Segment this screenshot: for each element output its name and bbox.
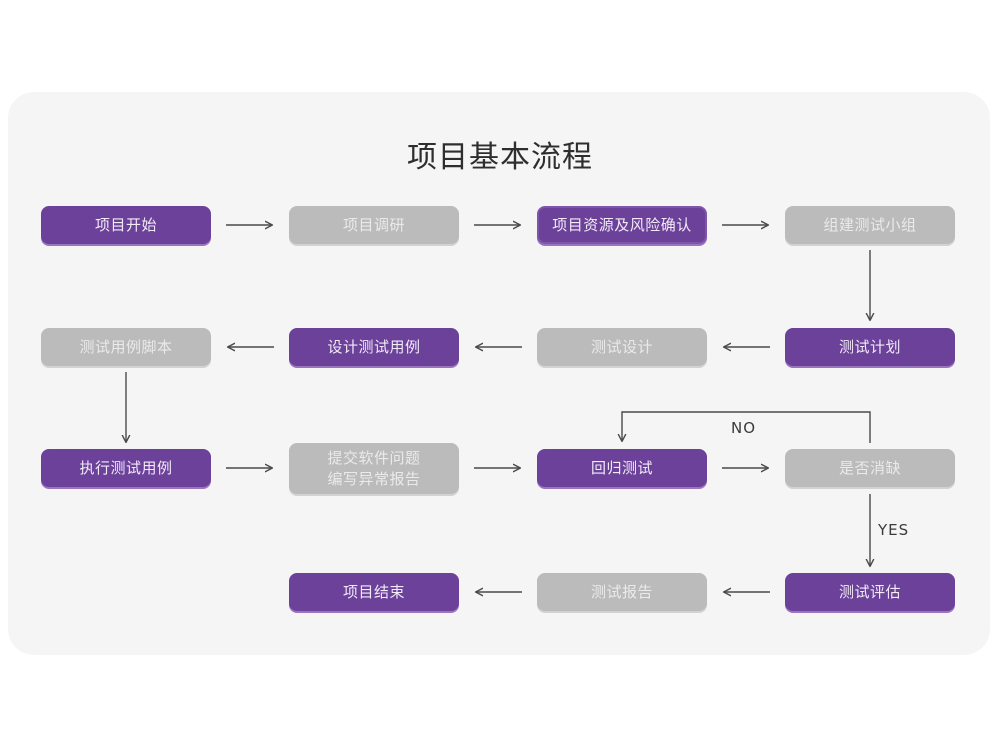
node-test-case-script[interactable]: 测试用例脚本 [41,328,211,366]
node-test-report[interactable]: 测试报告 [537,573,707,611]
node-project-start[interactable]: 项目开始 [41,206,211,244]
node-build-test-team[interactable]: 组建测试小组 [785,206,955,244]
node-execute-test-case[interactable]: 执行测试用例 [41,449,211,487]
edge-label-yes: YES [878,521,910,539]
flowchart-card [8,92,990,655]
node-regression-test[interactable]: 回归测试 [537,449,707,487]
node-test-plan[interactable]: 测试计划 [785,328,955,366]
node-test-design[interactable]: 测试设计 [537,328,707,366]
page-title: 项目基本流程 [407,140,593,175]
edge-label-no: NO [731,419,757,437]
node-test-evaluation[interactable]: 测试评估 [785,573,955,611]
node-design-test-case[interactable]: 设计测试用例 [289,328,459,366]
node-defect-resolved[interactable]: 是否消缺 [785,449,955,487]
node-submit-defect-report[interactable]: 提交软件问题 编写异常报告 [289,443,459,494]
node-project-research[interactable]: 项目调研 [289,206,459,244]
node-resource-risk-confirm[interactable]: 项目资源及风险确认 [537,206,707,244]
node-project-end[interactable]: 项目结束 [289,573,459,611]
